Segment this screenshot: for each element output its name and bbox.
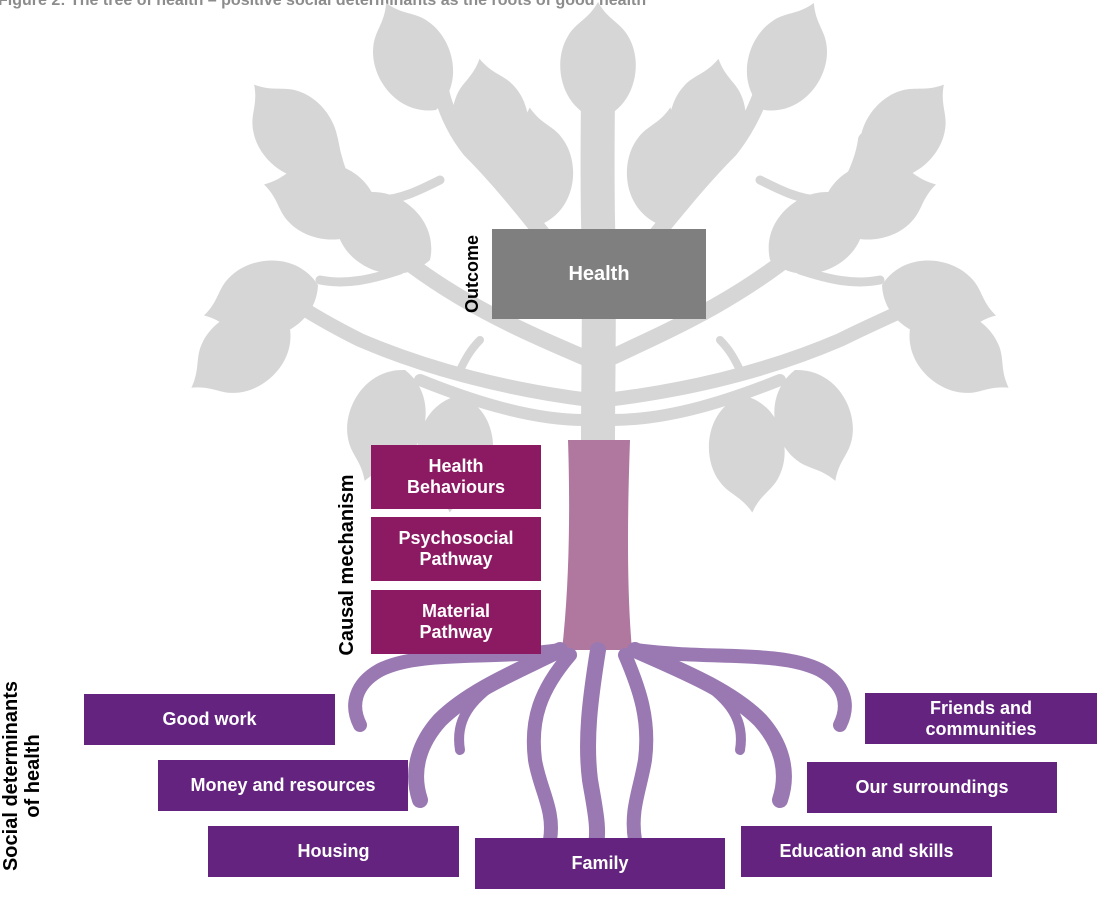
tree-trunk: [562, 440, 632, 650]
housing-box: Housing: [208, 826, 459, 877]
friends-and-communities-box: Friends and communities: [865, 693, 1097, 744]
psychosocial-pathway-line2: Pathway: [419, 549, 493, 569]
health-outcome-box: Health: [492, 229, 706, 319]
our-surroundings-box: Our surroundings: [807, 762, 1057, 813]
good-work-box: Good work: [84, 694, 335, 745]
friends-and-communities-line1: Friends and: [929, 697, 1032, 718]
figure-caption: Figure 2: The tree of health – positive …: [0, 0, 647, 9]
tree-roots: [348, 642, 852, 858]
health-behaviours-box: Health Behaviours: [371, 445, 541, 509]
causal-mechanism-label: Causal mechanism: [336, 474, 358, 656]
social-determinants-label: Social determinants of health: [0, 676, 48, 876]
friends-and-communities-line2: communities: [925, 718, 1037, 739]
health-behaviours-line1: Health: [428, 456, 484, 477]
outcome-label: Outcome: [462, 235, 482, 314]
health-behaviours-line2: Behaviours: [406, 477, 506, 497]
social-determinants-line2: of health: [22, 734, 44, 818]
social-determinants-line1: Social determinants: [0, 680, 22, 872]
psychosocial-pathway-line1: Psychosocial: [398, 528, 514, 549]
education-and-skills-box: Education and skills: [741, 826, 992, 877]
material-pathway-line2: Pathway: [419, 622, 493, 642]
material-pathway-box: Material Pathway: [371, 590, 541, 654]
family-box: Family: [475, 838, 725, 889]
psychosocial-pathway-box: Psychosocial Pathway: [371, 517, 541, 581]
material-pathway-line1: Material: [421, 601, 491, 622]
money-and-resources-box: Money and resources: [158, 760, 408, 811]
